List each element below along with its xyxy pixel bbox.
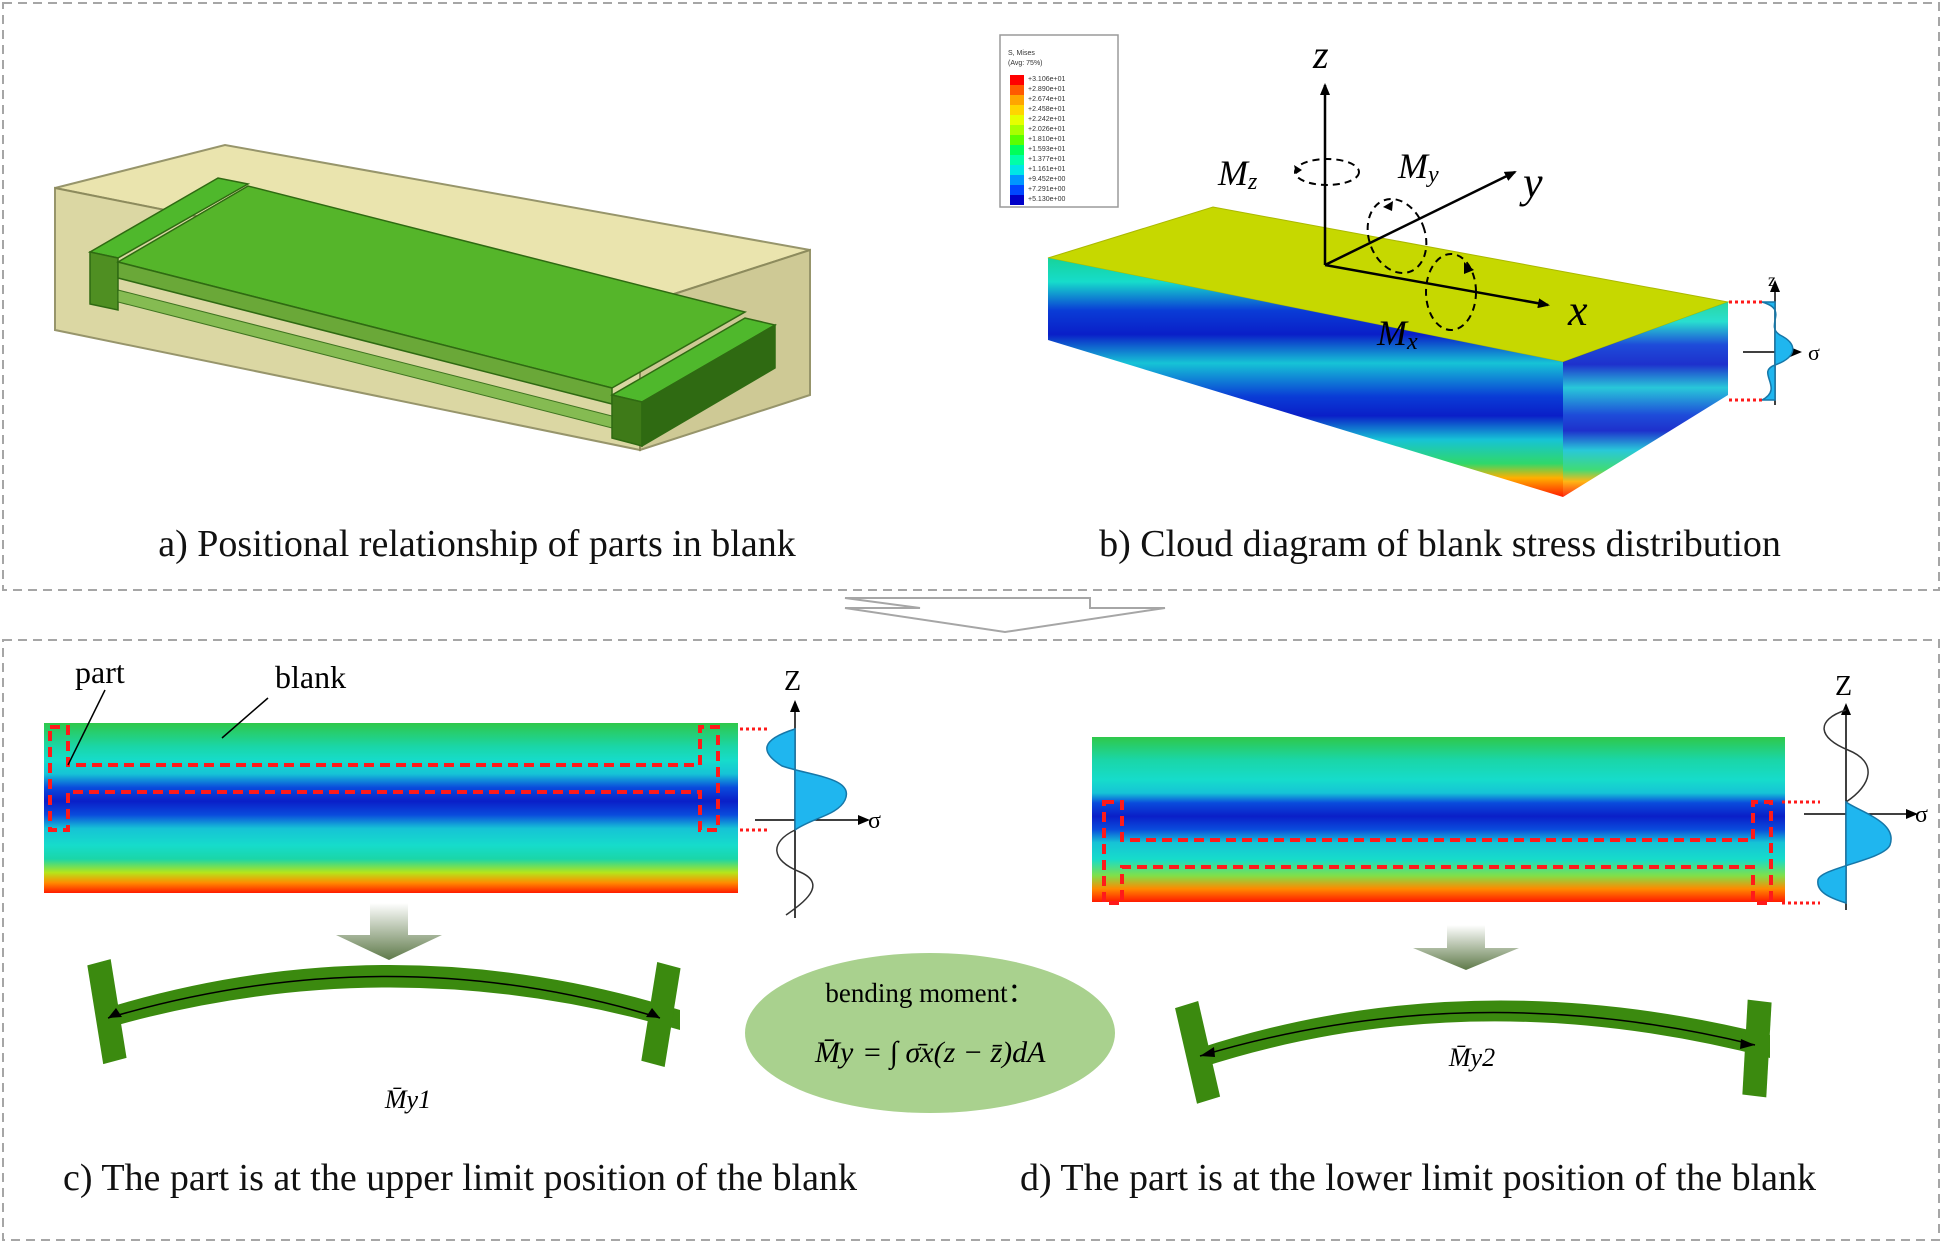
part-flange-right-front	[611, 394, 643, 447]
panel-d-lower-limit: Z σ M̄y2	[1092, 671, 1928, 1104]
label-blank: blank	[275, 659, 346, 695]
legend-value: +2.026e+01	[1028, 126, 1065, 133]
legend-swatch	[1010, 155, 1024, 165]
legend-subtitle: (Avg: 75%)	[1008, 60, 1043, 67]
bent-part-flange-right-c	[641, 961, 681, 1068]
moment-y-arrowhead	[1383, 201, 1393, 211]
flow-arrow-down	[844, 597, 1166, 634]
blank-section-c	[44, 723, 738, 893]
leader-part	[67, 689, 106, 766]
bent-part-arrow-right-d	[1740, 1039, 1755, 1049]
bent-part-moment-line-d	[1199, 1011, 1756, 1057]
legend-swatches: +3.106e+01 +2.890e+01 +2.674e+01 +2.458e+01…	[1010, 75, 1065, 205]
formula-lhs: M̄y	[814, 1036, 854, 1069]
profile-b-sigma-label: σ	[1808, 340, 1820, 365]
top-panel-frame	[2, 2, 1940, 591]
legend-swatch	[1010, 175, 1024, 185]
down-arrow-d	[1413, 925, 1519, 970]
panel-b-stress-model: S, Mises (Avg: 75%) +3.106e+01 +2.890e+01…	[999, 32, 1820, 497]
legend-swatch	[1010, 85, 1024, 95]
moment-y-label: My	[1397, 146, 1439, 188]
profile-c-z-label: Z	[784, 666, 801, 697]
leader-blank	[221, 697, 269, 739]
bent-part-web-c	[100, 965, 680, 1030]
profile-c-filled	[766, 727, 848, 832]
bending-moment-formula: bending moment： M̄y = ∫ σ̄x(z − z̄)dA	[745, 953, 1115, 1113]
legend-swatch	[1010, 105, 1024, 115]
axis-z-label: z	[1312, 32, 1329, 77]
legend-value: +3.106e+01	[1028, 76, 1065, 83]
legend-swatch	[1010, 125, 1024, 135]
legend-swatch	[1010, 165, 1024, 175]
moment-x-ring	[1425, 253, 1477, 331]
legend-value: +5.130e+00	[1028, 196, 1065, 203]
caption-b: b) Cloud diagram of blank stress distrib…	[1099, 523, 1781, 565]
bent-part-arrow-left-c	[108, 1008, 122, 1018]
legend-title: S, Mises	[1008, 50, 1035, 57]
profile-d-z-label: Z	[1835, 671, 1852, 702]
profile-b-z-label: z	[1768, 270, 1776, 290]
legend-value: +9.452e+00	[1028, 176, 1065, 183]
profile-d-outline	[1823, 709, 1869, 803]
profile-c-sigma-label: σ	[868, 808, 881, 834]
legend-value: +2.458e+01	[1028, 106, 1065, 113]
blank-section-d	[1092, 737, 1785, 902]
axis-y-line	[1324, 170, 1517, 267]
panel-c-upper-limit: part blank Z σ M̄y1	[44, 654, 881, 1114]
part-outline-d	[1102, 800, 1773, 905]
legend-value: +1.377e+01	[1028, 156, 1065, 163]
legend-value: +2.242e+01	[1028, 116, 1065, 123]
caption-d: d) The part is at the lower limit positi…	[1020, 1157, 1816, 1199]
block-front-face	[1048, 258, 1563, 497]
bottom-panel-frame	[2, 639, 1940, 1241]
legend-value: +1.810e+01	[1028, 136, 1065, 143]
caption-a: a) Positional relationship of parts in b…	[158, 523, 795, 565]
formula-rhs: = ∫ σ̄x(z − z̄)dA	[862, 1036, 1046, 1071]
part-flange-right-side	[641, 323, 776, 448]
legend-swatch	[1010, 145, 1024, 155]
bent-part-flange-right-d	[1742, 999, 1772, 1098]
profile-b-curve	[1761, 301, 1794, 401]
profile-c-outline	[776, 829, 814, 916]
bent-part-flange-left-c	[87, 959, 127, 1065]
legend-value: +2.890e+01	[1028, 86, 1065, 93]
axis-y-label: y	[1519, 158, 1543, 207]
panel-a-blank-model	[54, 143, 811, 452]
bent-part-arrow-right-c	[646, 1008, 660, 1018]
axis-x-label: x	[1567, 286, 1588, 335]
down-arrow-c	[336, 903, 442, 960]
bent-part-web-d	[1200, 1000, 1770, 1068]
legend-value: +1.161e+01	[1028, 166, 1065, 173]
formula-title: bending moment：	[825, 978, 1034, 1008]
moment-z-ring	[1294, 158, 1360, 186]
legend-swatch	[1010, 195, 1024, 205]
moment-z-arrowhead	[1294, 165, 1302, 174]
moment-label-d: M̄y2	[1448, 1043, 1495, 1072]
formula-ellipse	[745, 953, 1115, 1113]
legend-value: +1.593e+01	[1028, 146, 1065, 153]
part-flange-left-front	[89, 251, 119, 311]
moment-y-ring	[1366, 198, 1428, 274]
axis-x-line	[1324, 263, 1550, 309]
legend-swatch	[1010, 135, 1024, 145]
moment-z-label: Mz	[1217, 153, 1258, 195]
bent-part-flange-left-d	[1175, 1001, 1221, 1104]
legend-value: +7.291e+00	[1028, 186, 1065, 193]
moment-x-arrowhead	[1464, 262, 1474, 274]
label-part: part	[75, 654, 125, 690]
bent-part-moment-line-c	[107, 975, 661, 1019]
legend-swatch	[1010, 75, 1024, 85]
moment-x-label: Mx	[1376, 313, 1418, 355]
block-side-face	[1563, 302, 1728, 497]
profile-d-sigma-label: σ	[1915, 802, 1928, 828]
legend-swatch	[1010, 185, 1024, 195]
caption-c: c) The part is at the upper limit positi…	[63, 1157, 857, 1199]
bent-part-arrow-left-d	[1200, 1047, 1215, 1057]
legend-swatch	[1010, 95, 1024, 105]
legend-swatch	[1010, 115, 1024, 125]
legend-value: +2.674e+01	[1028, 96, 1065, 103]
moment-label-c: M̄y1	[384, 1085, 431, 1114]
profile-d-filled	[1817, 800, 1892, 905]
